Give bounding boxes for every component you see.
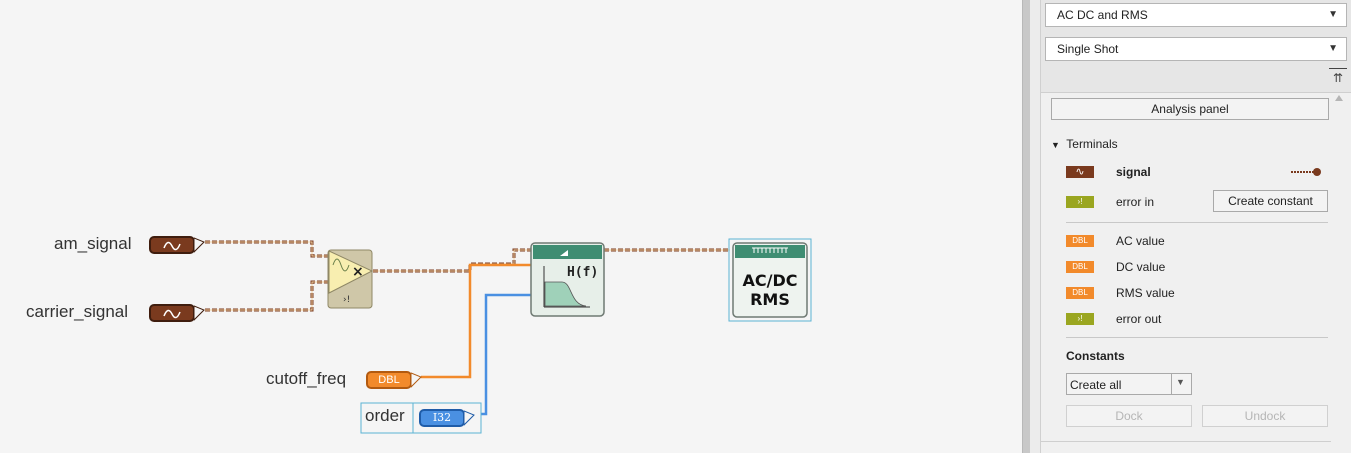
terminal-name: AC value bbox=[1116, 234, 1165, 248]
triangle-down-icon: ▼ bbox=[1051, 140, 1060, 150]
dbl-wire[interactable] bbox=[421, 263, 532, 379]
order-terminal-arrow bbox=[464, 410, 475, 426]
terminals-section[interactable]: ▼ Terminals bbox=[1051, 137, 1118, 151]
wires-layer: × ›! H(f) AC/DC bbox=[205, 238, 812, 434]
terminal-name: signal bbox=[1116, 165, 1151, 179]
triangle-down-icon: ▼ bbox=[1328, 9, 1338, 20]
waveform-wire[interactable] bbox=[205, 240, 730, 312]
create-all-split-button[interactable]: Create all ▼ bbox=[1066, 373, 1192, 395]
terminal-name: DC value bbox=[1116, 260, 1166, 274]
carrier-signal-label: carrier_signal bbox=[26, 302, 129, 321]
panel-header-divider bbox=[1041, 92, 1351, 93]
cutoff-freq-terminal[interactable]: DBL bbox=[366, 371, 412, 389]
error-cluster-icon: ›! bbox=[1066, 313, 1094, 325]
separator bbox=[1066, 222, 1328, 223]
mode-dropdown-value: Single Shot bbox=[1057, 42, 1119, 56]
carrier-signal-terminal[interactable] bbox=[149, 304, 195, 322]
multiply-node[interactable]: × ›! bbox=[327, 249, 374, 309]
acdc-rms-node[interactable]: AC/DC RMS bbox=[728, 238, 812, 322]
double-up-arrow-icon[interactable]: ⇈ bbox=[1329, 68, 1347, 87]
constants-header: Constants bbox=[1066, 349, 1125, 363]
multiply-icon: × bbox=[352, 264, 364, 280]
create-constant-button[interactable]: Create constant bbox=[1213, 190, 1328, 212]
function-dropdown-value: AC DC and RMS bbox=[1057, 8, 1148, 22]
triangle-down-icon[interactable]: ▼ bbox=[1176, 377, 1185, 387]
function-dropdown[interactable]: AC DC and RMS ▼ bbox=[1045, 3, 1347, 27]
analysis-panel-button[interactable]: Analysis panel bbox=[1051, 98, 1329, 120]
order-terminal[interactable]: I32 bbox=[419, 409, 465, 427]
error-icon: ›! bbox=[343, 295, 350, 305]
terminal-name: RMS value bbox=[1116, 286, 1175, 300]
create-all-label: Create all bbox=[1070, 378, 1122, 392]
am-signal-terminal[interactable] bbox=[149, 236, 195, 254]
mode-dropdown[interactable]: Single Shot ▼ bbox=[1045, 37, 1347, 61]
cutoff-freq-terminal-arrow bbox=[411, 372, 422, 388]
order-label: order bbox=[365, 406, 405, 425]
rms-label: RMS bbox=[750, 290, 790, 309]
waveform-icon bbox=[163, 241, 181, 251]
am-signal-terminal-arrow bbox=[194, 237, 205, 253]
am-signal-label: am_signal bbox=[54, 234, 132, 253]
error-cluster-icon: ›! bbox=[1066, 196, 1094, 208]
split-divider bbox=[1171, 374, 1172, 394]
palette-strip bbox=[1030, 0, 1041, 453]
filter-node[interactable]: H(f) bbox=[530, 242, 605, 317]
configuration-panel: AC DC and RMS ▼ Single Shot ▼ ⇈ Analysis… bbox=[1041, 0, 1351, 453]
order-selection-box bbox=[360, 402, 482, 434]
separator bbox=[1066, 337, 1328, 338]
terminals-header: Terminals bbox=[1066, 137, 1118, 151]
waveform-icon: ∿ bbox=[1066, 166, 1094, 178]
panel-bottom-divider bbox=[1041, 441, 1331, 442]
scroll-up-icon[interactable] bbox=[1335, 95, 1343, 101]
wire-connector-icon bbox=[1291, 168, 1321, 176]
dbl-type-icon: DBL bbox=[1066, 235, 1094, 247]
block-diagram-canvas[interactable]: × ›! H(f) AC/DC bbox=[0, 0, 1022, 453]
cutoff-freq-label: cutoff_freq bbox=[266, 369, 347, 388]
pane-splitter[interactable] bbox=[1022, 0, 1031, 453]
triangle-down-icon: ▼ bbox=[1328, 43, 1338, 54]
waveform-icon bbox=[163, 309, 181, 319]
dbl-type-icon: DBL bbox=[1066, 261, 1094, 273]
panel-scrollbar[interactable] bbox=[1331, 93, 1351, 453]
terminal-name: error out bbox=[1116, 312, 1162, 326]
carrier-signal-terminal-arrow bbox=[194, 305, 205, 321]
dbl-type-icon: DBL bbox=[1066, 287, 1094, 299]
terminal-name: error in bbox=[1116, 195, 1155, 209]
undock-button[interactable]: Undock bbox=[1202, 405, 1328, 427]
dock-button[interactable]: Dock bbox=[1066, 405, 1192, 427]
i32-wire[interactable] bbox=[481, 293, 532, 416]
acdc-label: AC/DC bbox=[743, 271, 798, 290]
filter-label: H(f) bbox=[567, 265, 598, 280]
